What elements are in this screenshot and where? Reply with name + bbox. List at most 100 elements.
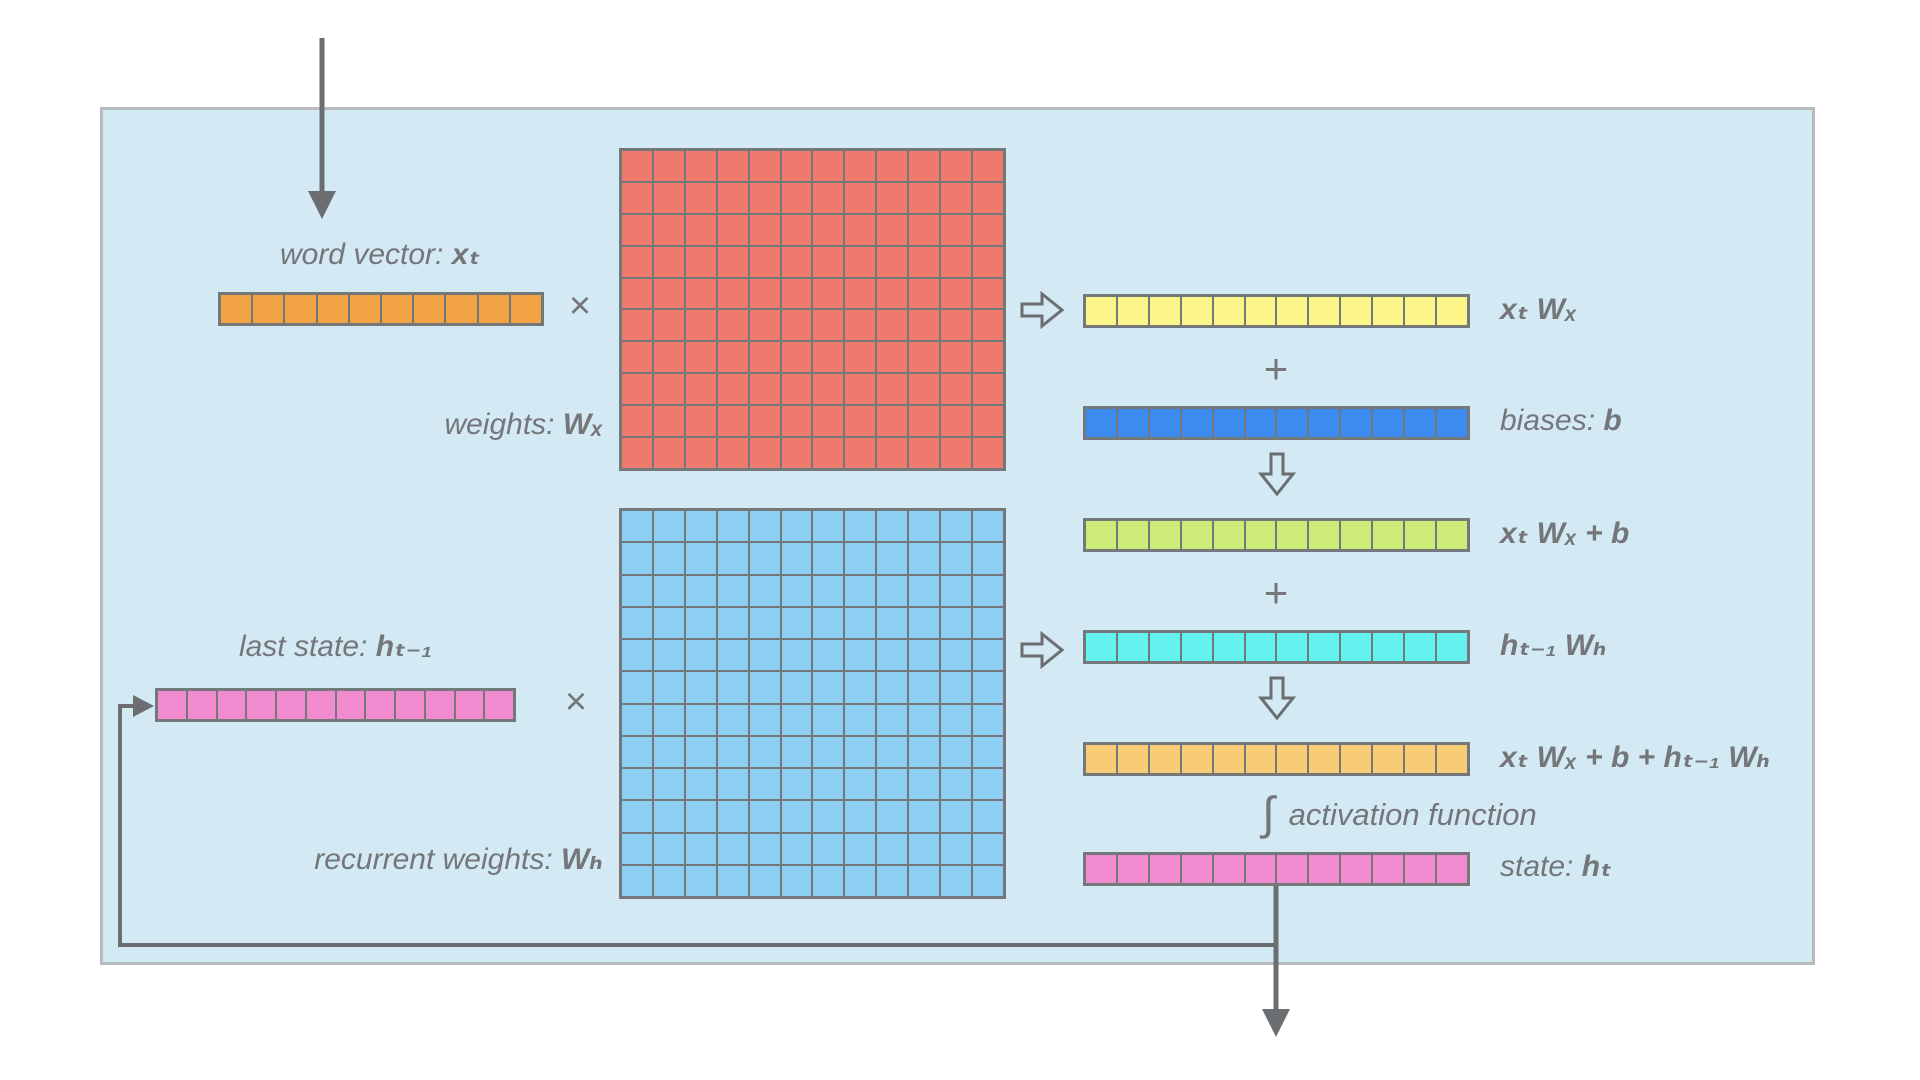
matrix-cell (972, 800, 1004, 833)
matrix-cell (908, 510, 941, 543)
hollow-right-arrow-icon (1020, 630, 1065, 670)
matrix-cell (748, 639, 781, 672)
matrix-cell (876, 542, 909, 575)
matrix-cell (876, 671, 909, 704)
matrix-cell (844, 341, 877, 374)
matrix-cell (844, 405, 877, 438)
matrix-cell (716, 606, 749, 639)
matrix-cell (1340, 632, 1373, 662)
matrix-cell (252, 294, 285, 324)
matrix-cell (972, 373, 1004, 406)
matrix-cell (652, 213, 685, 246)
matrix-cell (684, 341, 717, 374)
activation-function-row: ∫ activation function (1262, 787, 1537, 839)
matrix-cell (716, 671, 749, 704)
weights-matrix-wx (619, 148, 1006, 471)
matrix-cell (652, 510, 685, 543)
hollow-right-arrow-icon (1020, 290, 1065, 330)
matrix-cell (844, 639, 877, 672)
matrix-cell (844, 213, 877, 246)
matrix-cell (940, 832, 973, 865)
matrix-cell (716, 735, 749, 768)
matrix-cell (972, 735, 1004, 768)
matrix-cell (652, 574, 685, 607)
matrix-cell (812, 703, 845, 736)
matrix-cell (812, 639, 845, 672)
matrix-cell (621, 768, 653, 801)
matrix-cell (1372, 408, 1405, 438)
matrix-cell (716, 341, 749, 374)
matrix-cell (780, 405, 813, 438)
recurrent-weights-matrix-wh (619, 508, 1006, 899)
matrix-cell (812, 606, 845, 639)
matrix-cell (812, 213, 845, 246)
matrix-cell (780, 277, 813, 310)
matrix-cell (684, 405, 717, 438)
matrix-cell (812, 574, 845, 607)
matrix-cell (652, 245, 685, 278)
matrix-cell (716, 510, 749, 543)
matrix-cell (876, 606, 909, 639)
matrix-cell (684, 768, 717, 801)
matrix-cell (844, 832, 877, 865)
matrix-cell (748, 510, 781, 543)
matrix-cell (748, 574, 781, 607)
matrix-cell (780, 213, 813, 246)
matrix-cell (972, 437, 1004, 469)
matrix-cell (1372, 296, 1405, 326)
matrix-cell (908, 800, 941, 833)
matrix-cell (684, 245, 717, 278)
matrix-cell (1404, 408, 1437, 438)
matrix-cell (1148, 854, 1181, 884)
matrix-cell (940, 437, 973, 469)
matrix-cell (684, 542, 717, 575)
matrix-cell (186, 690, 217, 720)
integral-icon: ∫ (1262, 787, 1275, 839)
matrix-cell (908, 181, 941, 214)
matrix-cell (780, 245, 813, 278)
matrix-cell (1148, 632, 1181, 662)
matrix-cell (1116, 520, 1149, 550)
matrix-cell (684, 213, 717, 246)
matrix-cell (844, 671, 877, 704)
matrix-cell (908, 437, 941, 469)
xtwx-plus-b-formula: xₜ Wₓ + b (1500, 517, 1630, 550)
matrix-cell (652, 150, 685, 182)
matrix-cell (1085, 408, 1117, 438)
matrix-cell (908, 405, 941, 438)
matrix-cell (684, 671, 717, 704)
matrix-cell (1244, 520, 1277, 550)
matrix-cell (780, 309, 813, 342)
matrix-cell (908, 832, 941, 865)
matrix-cell (157, 690, 187, 720)
matrix-cell (812, 671, 845, 704)
matrix-cell (972, 309, 1004, 342)
matrix-cell (652, 341, 685, 374)
matrix-cell (1116, 296, 1149, 326)
matrix-cell (1404, 520, 1437, 550)
matrix-cell (844, 574, 877, 607)
matrix-cell (684, 309, 717, 342)
matrix-cell (509, 294, 542, 324)
hollow-down-arrow-icon (1257, 452, 1297, 497)
matrix-cell (876, 510, 909, 543)
matrix-cell (876, 735, 909, 768)
matrix-cell (621, 245, 653, 278)
matrix-cell (908, 309, 941, 342)
matrix-cell (972, 213, 1004, 246)
matrix-cell (652, 671, 685, 704)
matrix-cell (812, 437, 845, 469)
state-var: hₜ (1581, 850, 1612, 883)
biases-var: b (1603, 404, 1622, 437)
matrix-cell (780, 150, 813, 182)
matrix-cell (812, 735, 845, 768)
matrix-cell (972, 639, 1004, 672)
matrix-cell (1085, 632, 1117, 662)
matrix-cell (812, 405, 845, 438)
matrix-cell (780, 864, 813, 897)
matrix-cell (1148, 520, 1181, 550)
matrix-cell (1404, 632, 1437, 662)
matrix-cell (621, 309, 653, 342)
matrix-cell (876, 150, 909, 182)
matrix-cell (748, 864, 781, 897)
